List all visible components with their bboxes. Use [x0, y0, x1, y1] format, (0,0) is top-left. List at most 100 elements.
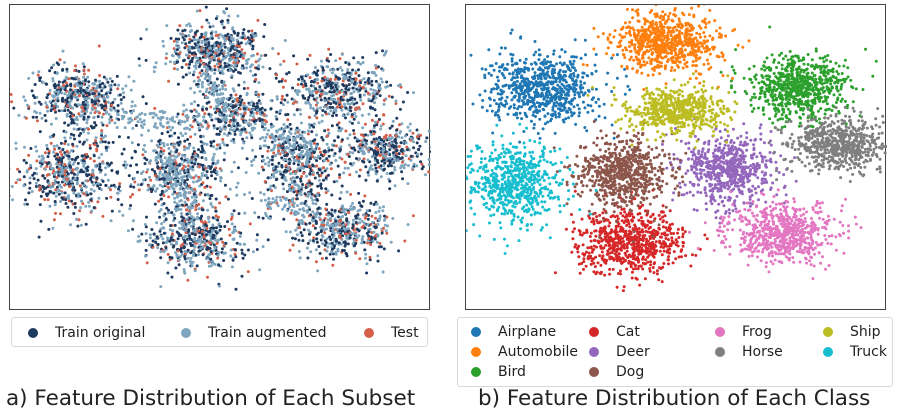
- scatter-point: [116, 113, 120, 117]
- scatter-point: [306, 132, 310, 136]
- scatter-point: [280, 79, 284, 83]
- scatter-point: [269, 107, 273, 111]
- scatter-point: [231, 27, 234, 31]
- scatter-point: [215, 241, 219, 245]
- scatter-point: [348, 207, 352, 211]
- scatter-point: [64, 81, 68, 85]
- scatter-point: [329, 212, 333, 216]
- scatter-point: [82, 94, 85, 98]
- scatter-point: [128, 120, 132, 124]
- scatter-point: [265, 132, 269, 136]
- scatter-point: [321, 113, 324, 117]
- scatter-point: [33, 83, 37, 86]
- scatter-point: [352, 90, 356, 94]
- scatter-point: [380, 159, 384, 163]
- scatter-point: [323, 150, 327, 154]
- scatter-point: [153, 202, 157, 206]
- scatter-point: [286, 152, 290, 156]
- scatter-point: [54, 211, 57, 215]
- scatter-point: [22, 175, 26, 179]
- scatter-point: [370, 118, 374, 122]
- scatter-point: [321, 77, 325, 80]
- scatter-point: [35, 111, 38, 115]
- scatter-point: [278, 110, 282, 114]
- scatter-point: [306, 256, 310, 260]
- scatter-point: [182, 103, 186, 107]
- scatter-point: [197, 112, 201, 116]
- scatter-point: [220, 97, 224, 101]
- scatter-point: [133, 149, 137, 153]
- scatter-point: [100, 89, 104, 93]
- scatter-point: [386, 84, 390, 88]
- scatter-point: [354, 115, 358, 118]
- scatter-point: [273, 139, 277, 143]
- scatter-point: [310, 192, 314, 196]
- scatter-point: [151, 115, 155, 119]
- scatter-point: [235, 51, 239, 55]
- scatter-point: [236, 181, 240, 185]
- scatter-point: [146, 168, 150, 172]
- scatter-point: [258, 57, 262, 61]
- scatter-point: [174, 266, 178, 270]
- scatter-point: [129, 204, 133, 207]
- scatter-point: [291, 188, 295, 192]
- scatter-point: [369, 130, 373, 134]
- scatter-point: [390, 95, 394, 99]
- scatter-point: [290, 181, 294, 185]
- scatter-point: [202, 115, 206, 119]
- scatter-point: [331, 228, 335, 232]
- scatter-point: [341, 79, 345, 83]
- scatter-point: [154, 174, 157, 178]
- scatter-point: [217, 36, 221, 40]
- scatter-point: [357, 68, 360, 72]
- scatter-point: [263, 162, 267, 166]
- scatter-point: [314, 219, 318, 223]
- scatter-point: [206, 96, 210, 100]
- scatter-point: [117, 83, 121, 87]
- scatter-point: [196, 75, 200, 79]
- scatter-point: [233, 226, 236, 230]
- scatter-point: [335, 239, 338, 243]
- scatter-point: [67, 161, 71, 165]
- scatter-point: [116, 171, 119, 175]
- scatter-point: [41, 174, 45, 178]
- scatter-point: [360, 241, 364, 245]
- scatter-point: [287, 71, 291, 74]
- scatter-point: [86, 105, 89, 109]
- scatter-point: [215, 62, 219, 66]
- scatter-point: [212, 145, 216, 149]
- scatter-point: [82, 75, 85, 79]
- scatter-point: [78, 94, 81, 98]
- scatter-point: [203, 185, 207, 189]
- scatter-point: [55, 190, 59, 194]
- scatter-point: [374, 216, 377, 220]
- scatter-point: [96, 115, 100, 119]
- scatter-point: [309, 250, 313, 254]
- scatter-point: [409, 136, 413, 140]
- scatter-point: [361, 159, 364, 163]
- scatter-point: [393, 144, 397, 148]
- scatter-point: [213, 64, 217, 68]
- scatter-point: [257, 93, 261, 97]
- scatter-point: [325, 202, 329, 206]
- scatter-point: [179, 244, 183, 248]
- scatter-point: [374, 63, 378, 67]
- scatter-point: [370, 155, 374, 159]
- scatter-point: [182, 268, 186, 271]
- scatter-point: [98, 74, 102, 77]
- scatter-point: [121, 107, 125, 111]
- scatter-point: [342, 84, 346, 88]
- scatter-point: [309, 196, 313, 200]
- scatter-point: [100, 106, 104, 110]
- scatter-point: [178, 122, 182, 126]
- scatter-point: [394, 141, 398, 145]
- scatter-point: [381, 49, 384, 53]
- scatter-point: [325, 134, 329, 138]
- scatter-point: [334, 75, 338, 79]
- scatter-point: [220, 247, 224, 251]
- scatter-point: [319, 106, 322, 110]
- scatter-point: [45, 164, 49, 168]
- scatter-point: [38, 203, 42, 207]
- scatter-point: [387, 164, 391, 168]
- scatter-point: [219, 176, 223, 179]
